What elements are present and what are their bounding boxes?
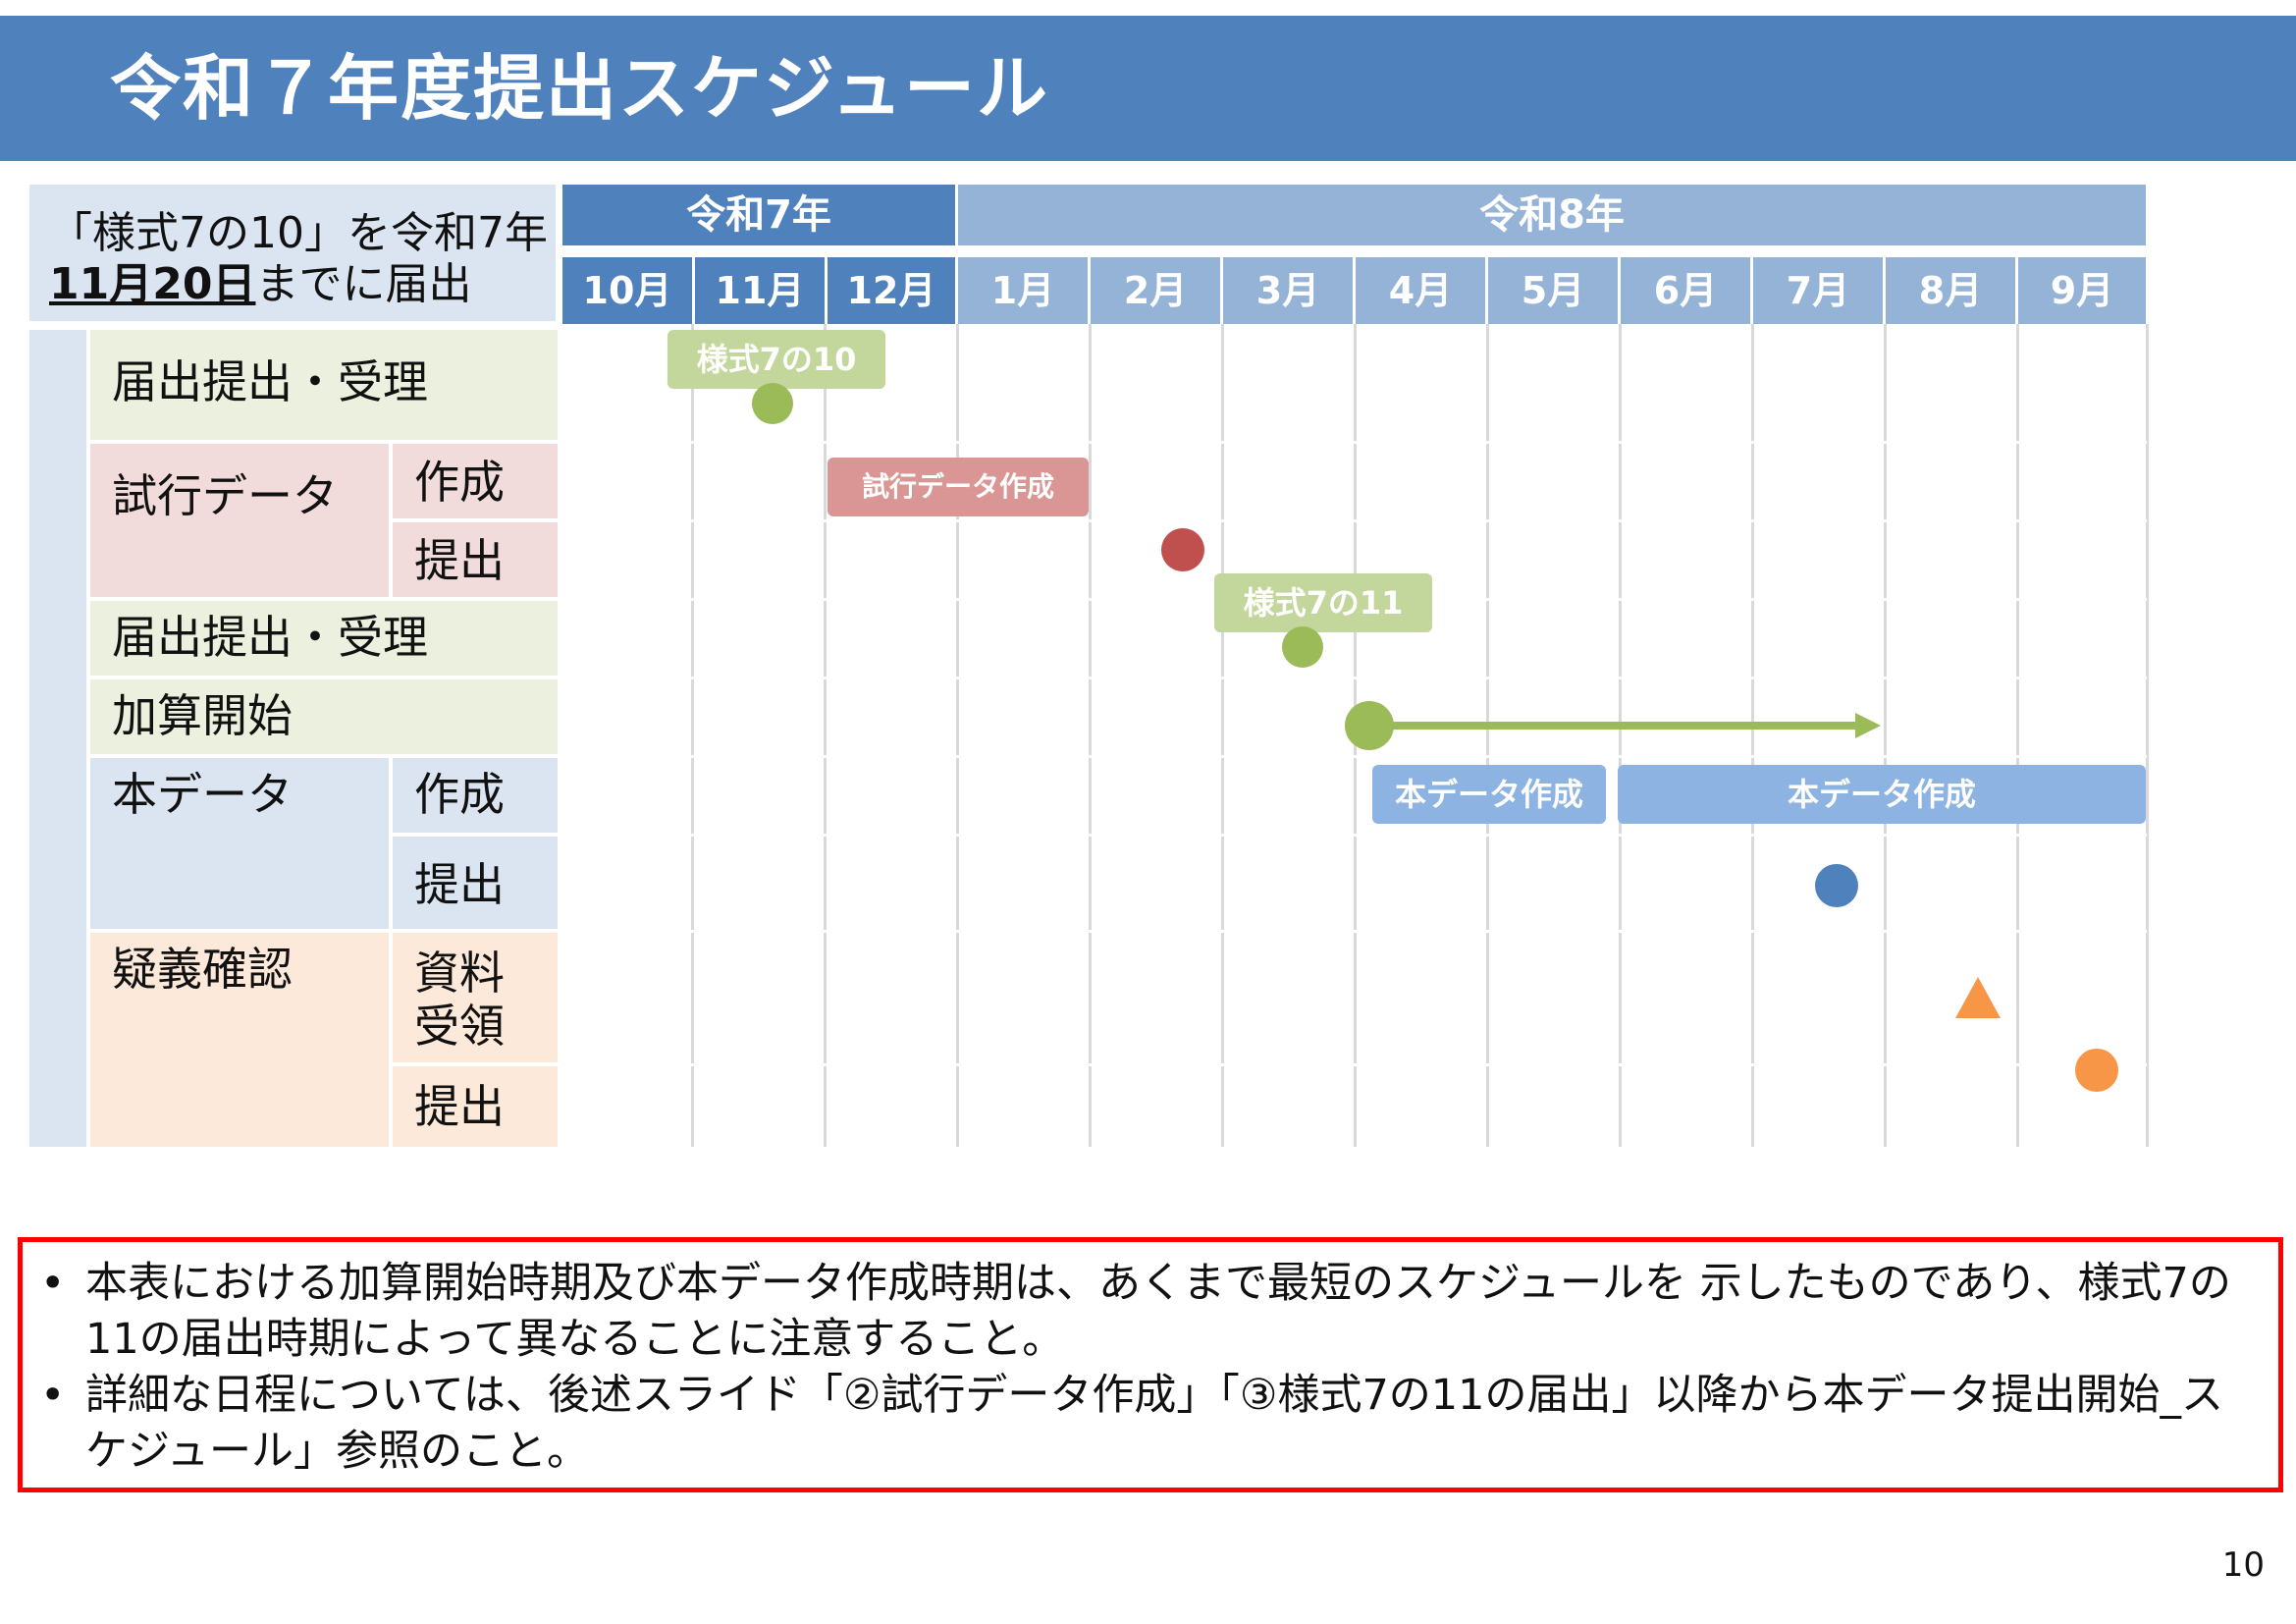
month-header: 12月 bbox=[828, 257, 955, 324]
note-text: 詳細な日程については、後述スライド「②試行データ作成」「③様式7の11の届出」以… bbox=[85, 1371, 2224, 1476]
year-header-r7: 令和7年 bbox=[562, 185, 955, 245]
month-header: 9月 bbox=[2018, 257, 2146, 324]
notes-box: • 本表における加算開始時期及び本データ作成時期は、あくまで最短のスケジュールを… bbox=[18, 1237, 2283, 1492]
grid-line bbox=[691, 324, 694, 1147]
row-label-kasan: 加算開始 bbox=[90, 679, 558, 754]
shiryo-line2: 受領 bbox=[414, 1000, 505, 1053]
main-data-label-1: 本データ作成 bbox=[1372, 765, 1606, 824]
kasan-arrow-line bbox=[1392, 722, 1857, 730]
deadline-date: 11月20日 bbox=[49, 259, 256, 309]
note-text: 本表における加算開始時期及び本データ作成時期は、あくまで最短のスケジュールを 示… bbox=[85, 1259, 2231, 1364]
month-header: 4月 bbox=[1356, 257, 1485, 324]
shiryo-line1: 資料 bbox=[414, 947, 505, 1000]
form-7-10-label: 様式7の10 bbox=[667, 330, 885, 389]
month-header: 10月 bbox=[562, 257, 692, 324]
grid-line bbox=[1221, 324, 1224, 1147]
row-label-shiko-data: 試行データ bbox=[90, 444, 389, 597]
row-separator bbox=[560, 519, 2147, 522]
month-header: 8月 bbox=[1886, 257, 2015, 324]
row-separator bbox=[560, 930, 2147, 933]
month-header: 7月 bbox=[1753, 257, 1883, 324]
row-separator bbox=[560, 1063, 2147, 1066]
note-item: • 詳細な日程については、後述スライド「②試行データ作成」「③様式7の11の届出… bbox=[40, 1368, 2259, 1480]
trial-data-submit-marker bbox=[1161, 528, 1204, 571]
note-item: • 本表における加算開始時期及び本データ作成時期は、あくまで最短のスケジュールを… bbox=[40, 1256, 2259, 1368]
month-header: 5月 bbox=[1488, 257, 1618, 324]
kasan-arrow-head bbox=[1855, 713, 1881, 738]
grid-line bbox=[2146, 324, 2149, 1147]
row-label-hon-sakusei: 作成 bbox=[393, 758, 558, 833]
grid-line bbox=[1089, 324, 1092, 1147]
month-header: 1月 bbox=[958, 257, 1088, 324]
deadline-note: 「様式7の10」を令和7年 11月20日までに届出 bbox=[29, 185, 556, 321]
row-label-todokede-1: 届出提出・受理 bbox=[90, 330, 558, 440]
row-separator bbox=[560, 441, 2147, 444]
main-data-submit-marker bbox=[1815, 864, 1858, 907]
grid-line bbox=[1884, 324, 1887, 1147]
inquiry-submit-marker bbox=[2075, 1049, 2118, 1092]
page-title: 令和７年度提出スケジュール bbox=[110, 47, 1049, 130]
month-header: 3月 bbox=[1223, 257, 1353, 324]
material-receipt-triangle bbox=[1955, 977, 2001, 1018]
row-label-hon-teishutsu: 提出 bbox=[393, 837, 558, 929]
kasan-start-marker bbox=[1345, 701, 1394, 750]
row-label-todokede-2: 届出提出・受理 bbox=[90, 601, 558, 676]
row-label-shiko-sakusei: 作成 bbox=[393, 444, 558, 518]
grid-line bbox=[824, 324, 827, 1147]
row-label-hon-data: 本データ bbox=[90, 758, 389, 929]
row-separator bbox=[560, 677, 2147, 679]
month-header: 11月 bbox=[695, 257, 825, 324]
deadline-note-line1: 「様式7の10」を令和7年 bbox=[49, 208, 548, 258]
left-margin-column bbox=[29, 330, 86, 1147]
bullet-icon: • bbox=[40, 1259, 66, 1308]
main-data-label-2: 本データ作成 bbox=[1618, 765, 2146, 824]
row-label-shiko-teishutsu: 提出 bbox=[393, 522, 558, 597]
row-label-gigi-teishutsu: 提出 bbox=[393, 1066, 558, 1147]
grid-line bbox=[1486, 324, 1489, 1147]
grid-line bbox=[1619, 324, 1622, 1147]
form-7-11-label: 様式7の11 bbox=[1214, 573, 1432, 632]
row-label-shiryo: 資料 受領 bbox=[393, 933, 558, 1062]
row-separator bbox=[560, 755, 2147, 758]
bullet-icon: • bbox=[40, 1371, 66, 1420]
title-banner: 令和７年度提出スケジュール bbox=[0, 16, 2296, 161]
grid-line bbox=[2016, 324, 2019, 1147]
year-header-r8: 令和8年 bbox=[958, 185, 2146, 245]
page-number: 10 bbox=[2221, 1545, 2265, 1585]
grid-line bbox=[1751, 324, 1754, 1147]
form-7-10-marker bbox=[752, 383, 793, 424]
deadline-note-line2: 11月20日までに届出 bbox=[49, 259, 556, 310]
month-header: 6月 bbox=[1621, 257, 1750, 324]
row-separator bbox=[560, 834, 2147, 837]
grid-line bbox=[956, 324, 959, 1147]
row-label-gigi: 疑義確認 bbox=[90, 933, 389, 1147]
form-7-11-marker bbox=[1282, 626, 1323, 668]
deadline-note-rest: までに届出 bbox=[255, 259, 472, 309]
month-header: 2月 bbox=[1091, 257, 1220, 324]
trial-data-label: 試行データ作成 bbox=[828, 458, 1089, 516]
